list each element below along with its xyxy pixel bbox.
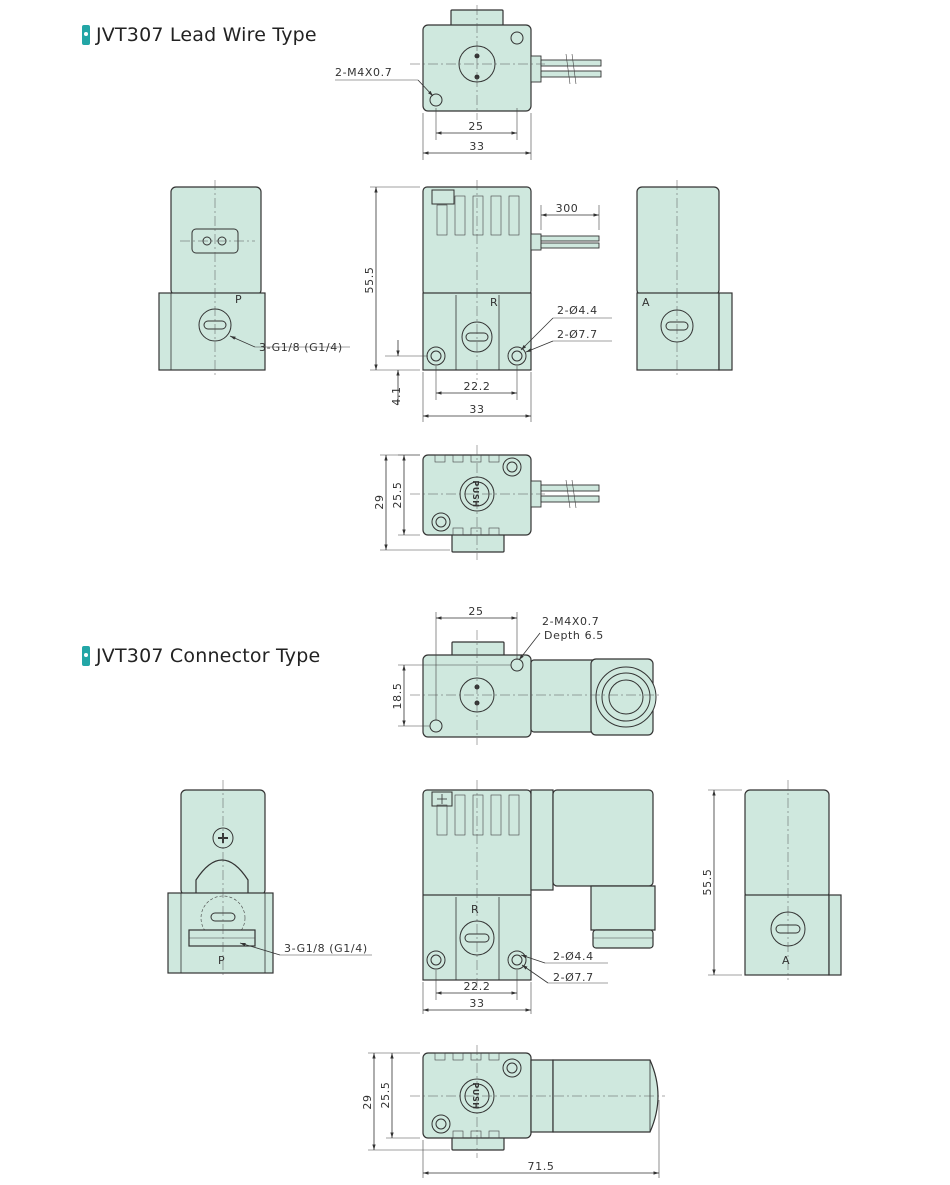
- dim-29: 29: [361, 1094, 374, 1109]
- dim-4-1: 4.1: [390, 386, 403, 405]
- dim-300: 300: [556, 202, 579, 215]
- lead-wire-bottom-view: PUSH 29 25.5: [373, 445, 600, 560]
- section-heading-connector: JVT307 Connector Type: [82, 645, 320, 667]
- dim-29: 29: [373, 494, 386, 509]
- dim-g18: 3-G1/8 (G1/4): [259, 341, 343, 354]
- port-p: P: [218, 954, 225, 967]
- dim-71-5: 71.5: [528, 1160, 555, 1173]
- dim-55-5: 55.5: [701, 869, 714, 896]
- dim-25-5: 25.5: [379, 1082, 392, 1109]
- dim-25-5: 25.5: [391, 482, 404, 509]
- dim-22-2: 22.2: [464, 980, 491, 993]
- lead-wire-right-view: A: [636, 180, 733, 375]
- dim-d7-7: 2-Ø7.7: [553, 971, 594, 984]
- dim-33: 33: [469, 140, 484, 153]
- connector-front-view: R 22.2 33 2-Ø4.4 2-Ø7.7: [422, 780, 656, 1014]
- bullet-icon: [82, 646, 90, 666]
- dim-33: 33: [469, 997, 484, 1010]
- dim-25: 25: [468, 120, 483, 133]
- dim-d4-4: 2-Ø4.4: [553, 950, 594, 963]
- dim-33: 33: [469, 403, 484, 416]
- dim-18-5: 18.5: [391, 683, 404, 710]
- lead-wire-left-view: P 3-G1/8 (G1/4): [158, 180, 350, 375]
- lead-wire-top-view: 25 33 2-M4X0.7: [335, 5, 602, 160]
- section-title: JVT307 Lead Wire Type: [96, 24, 317, 46]
- section-heading-lead-wire: JVT307 Lead Wire Type: [82, 24, 317, 46]
- connector-left-view: P 3-G1/8 (G1/4): [167, 780, 372, 978]
- port-a: A: [782, 954, 790, 967]
- connector-bottom-view: PUSH 29 25.5 71.5: [361, 1045, 665, 1178]
- port-a: A: [642, 296, 650, 309]
- port-r: R: [471, 903, 479, 916]
- push-label: PUSH: [471, 1082, 480, 1109]
- dim-m4: 2-M4X0.7: [335, 66, 392, 79]
- dim-d7-7: 2-Ø7.7: [557, 328, 598, 341]
- connector-top-view: 25 18.5 2-M4X0.7 Depth 6.5: [391, 605, 660, 745]
- lead-wire-front-view: R 55.5 4.1 300 22.2 33 2-Ø4.4 2-Ø7.7: [363, 180, 612, 422]
- port-r: R: [490, 296, 498, 309]
- connector-right-view: A 55.5: [701, 780, 842, 980]
- dim-m4: 2-M4X0.7: [542, 615, 599, 628]
- dim-25: 25: [468, 605, 483, 618]
- push-label: PUSH: [471, 480, 480, 507]
- port-p: P: [235, 293, 242, 306]
- section-title: JVT307 Connector Type: [96, 645, 321, 667]
- dim-55-5: 55.5: [363, 267, 376, 294]
- dim-depth: Depth 6.5: [544, 629, 604, 642]
- dim-22-2: 22.2: [464, 380, 491, 393]
- dim-g18: 3-G1/8 (G1/4): [284, 942, 368, 955]
- bullet-icon: [82, 25, 90, 45]
- dim-d4-4: 2-Ø4.4: [557, 304, 598, 317]
